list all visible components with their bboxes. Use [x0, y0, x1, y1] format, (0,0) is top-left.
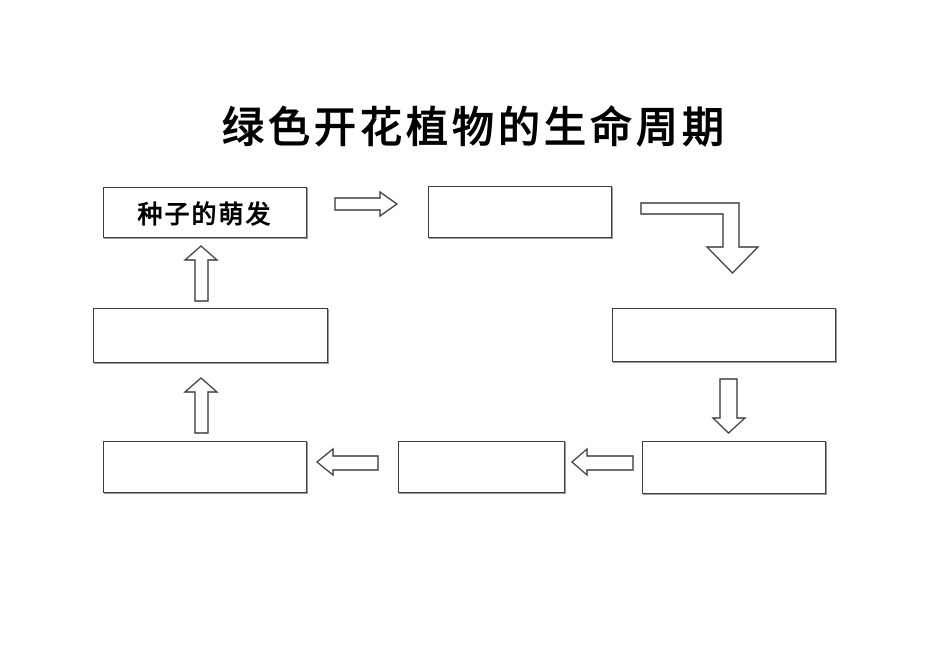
arrow-left-inner-icon: [570, 447, 634, 477]
arrow-down-icon: [711, 378, 747, 434]
flow-box-blank-right-lower: [642, 441, 826, 494]
flow-box-blank-bottom-middle: [398, 441, 565, 493]
arrow-up-upper-icon: [183, 245, 219, 302]
arrow-elbow-right-down-icon: [640, 202, 760, 274]
flow-box-seed-germination: 种子的萌发: [103, 187, 307, 238]
page-title: 绿色开花植物的生命周期: [221, 103, 728, 152]
flow-box-blank-left-middle: [93, 308, 328, 363]
flow-box-blank-bottom-left: [103, 441, 307, 493]
flow-box-label: 种子的萌发: [137, 199, 273, 229]
flow-box-blank-right-upper: [612, 308, 836, 362]
arrow-up-lower-icon: [183, 377, 219, 434]
arrow-left-outer-icon: [315, 447, 379, 477]
flow-box-blank-top-middle: [428, 186, 612, 238]
arrow-right-icon: [334, 190, 399, 218]
